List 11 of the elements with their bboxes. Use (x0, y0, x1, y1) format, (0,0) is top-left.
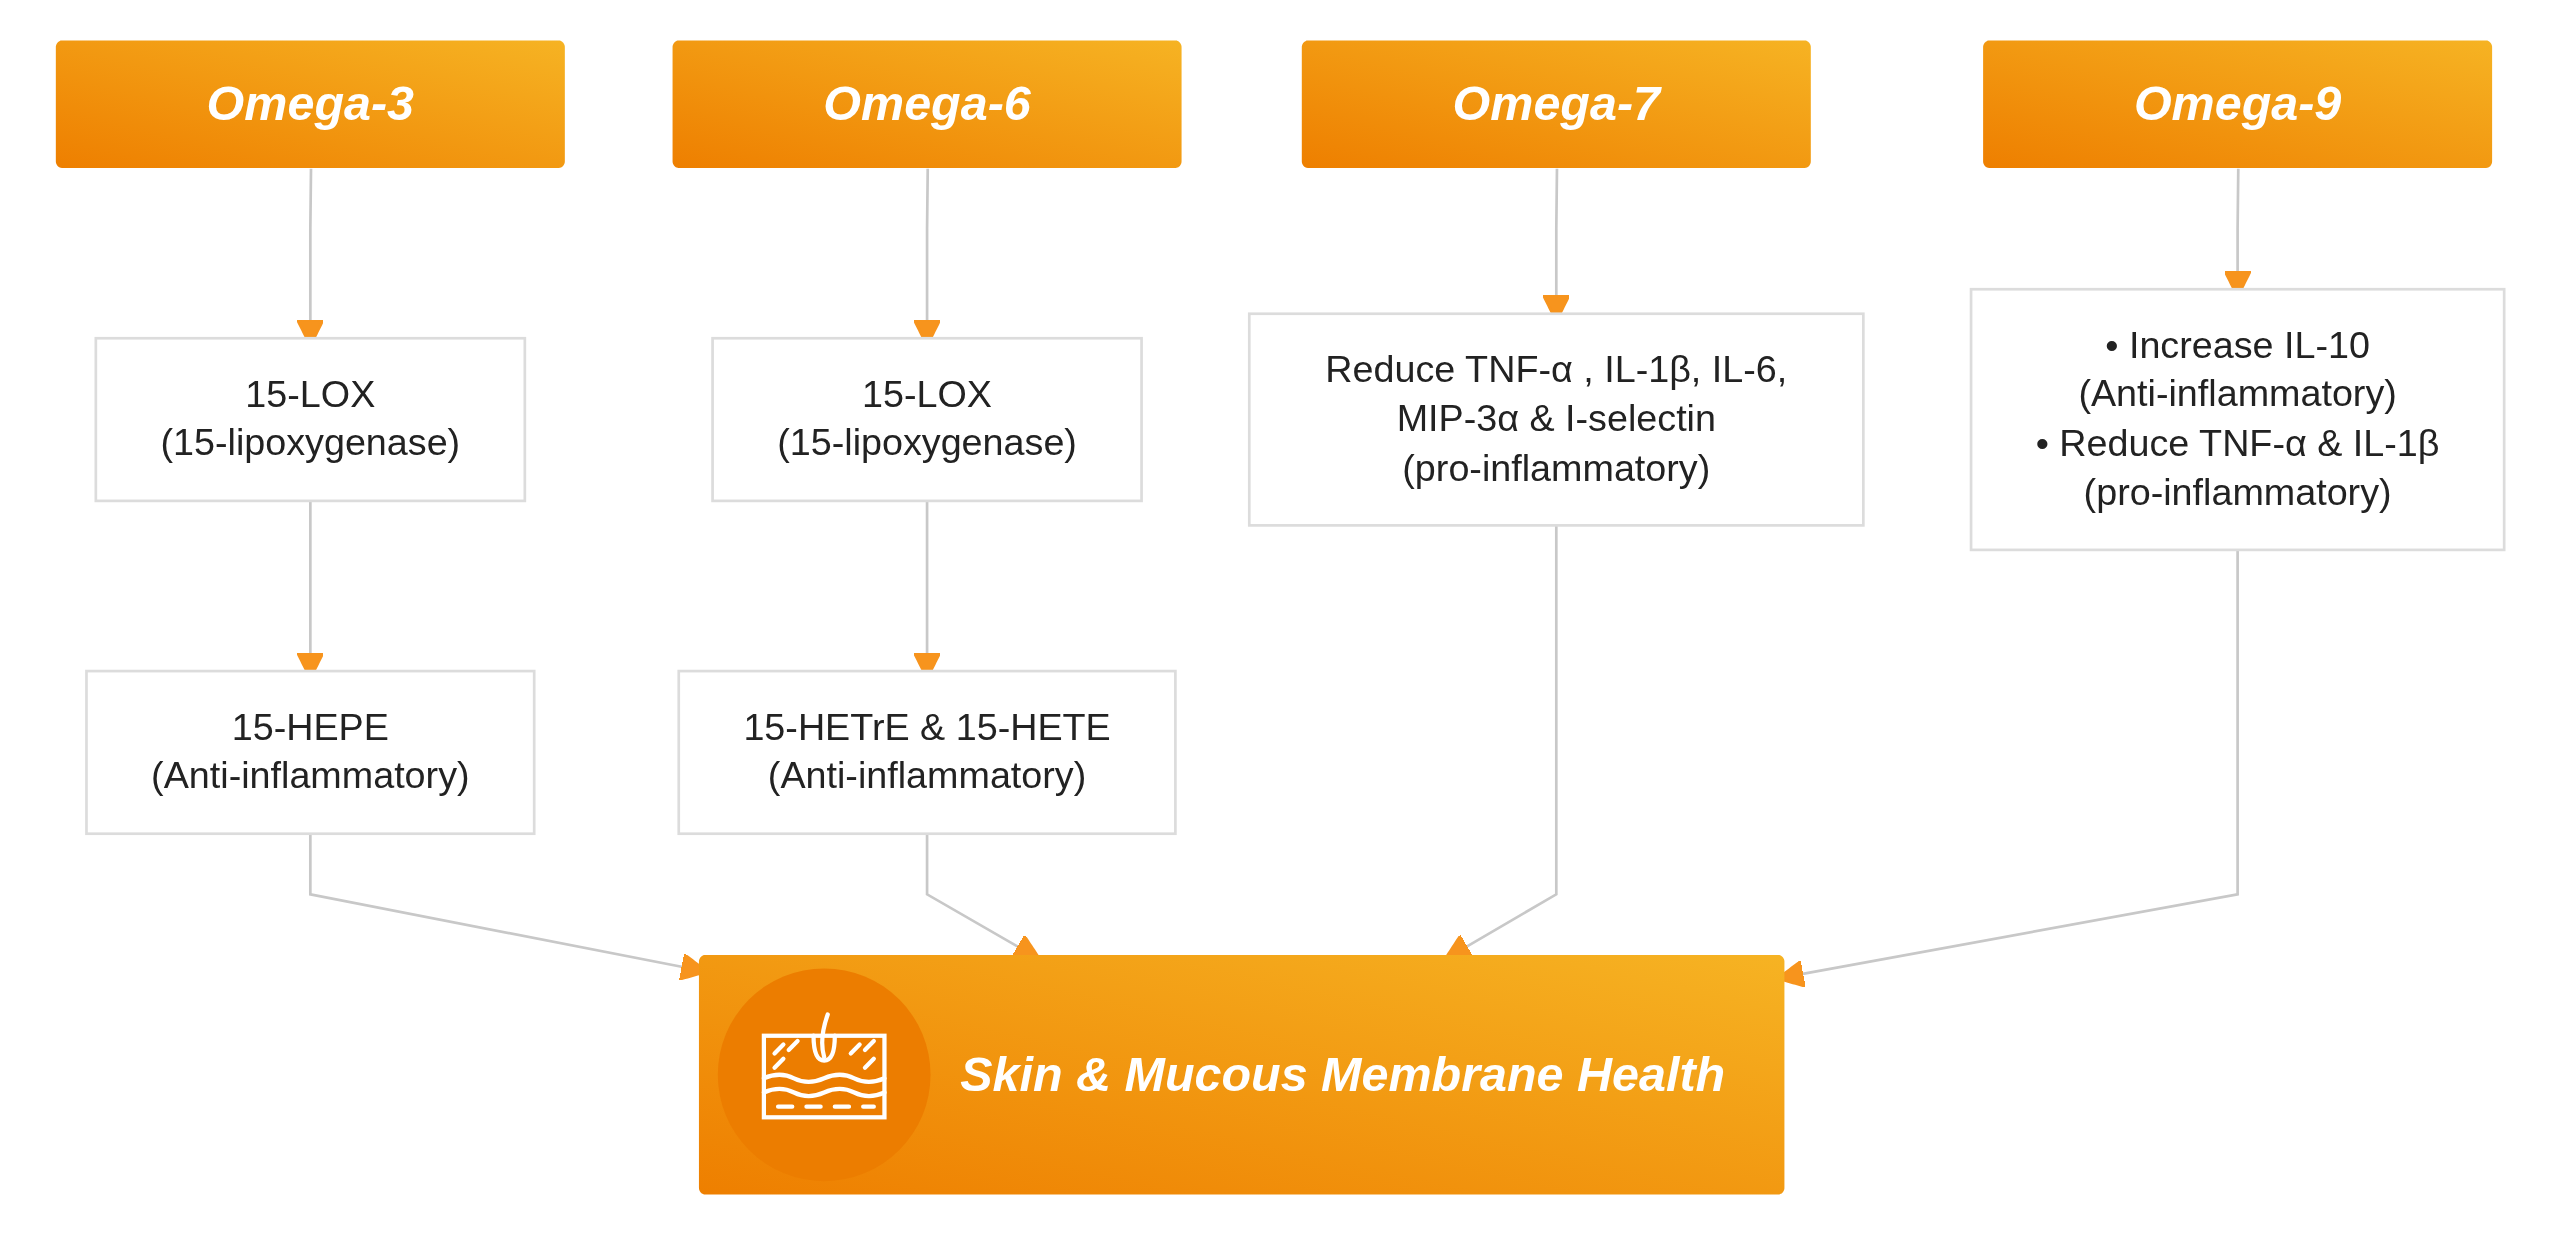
node-box: Skin & Mucous Membrane Health (698, 954, 1785, 1195)
node-box: 15-LOX (15-lipoxygenase) (94, 336, 527, 503)
node-box: 15-LOX (15-lipoxygenase) (711, 336, 1143, 503)
node-box: • Increase IL-10 (Anti-inflammatory) • Reduce TNF-α & IL-1β (pro-inflammatory) (1969, 287, 2506, 552)
node-box: Omega-7 (1301, 40, 1811, 169)
node-box: Omega-9 (1983, 40, 2493, 169)
node-box: 15-HEPE (Anti-inflammatory) (85, 669, 536, 836)
node-box: Omega-3 (55, 40, 565, 169)
node-box: Omega-6 (672, 40, 1182, 169)
node-box: 15-HETrE & 15-HETE (Anti-inflammatory) (677, 669, 1177, 836)
node-box: Reduce TNF-α , IL-1β, IL-6, MIP-3α & I-selectin (pro-inflammatory) (1247, 312, 1865, 527)
